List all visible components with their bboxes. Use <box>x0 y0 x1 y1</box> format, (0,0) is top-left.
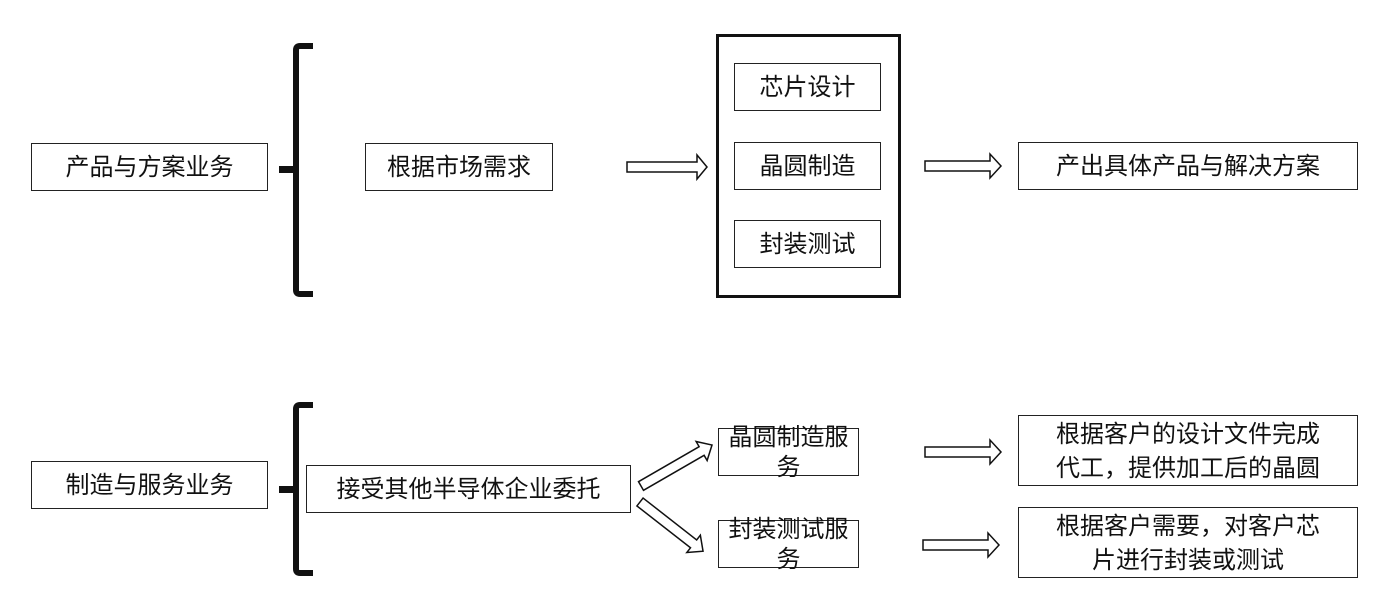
stage-chip-design: 芯片设计 <box>734 63 881 111</box>
trigger-entrusted: 接受其他半导体企业委托 <box>306 465 631 513</box>
result-wafer-fab: 根据客户的设计文件完成 代工，提供加工后的晶圆 <box>1018 415 1358 486</box>
brace-icon <box>293 402 313 576</box>
brace-nub <box>279 486 296 493</box>
category-product-solution: 产品与方案业务 <box>31 143 268 191</box>
arrow-right-icon <box>922 531 1001 559</box>
stage-label: 晶圆制造 <box>759 152 856 180</box>
arrow-right-icon <box>626 152 708 182</box>
trigger-label: 根据市场需求 <box>387 153 531 181</box>
stage-wafer-fab: 晶圆制造 <box>734 142 881 190</box>
result-line: 根据客户需要，对客户芯 <box>1056 511 1320 540</box>
result-packaging-testing: 根据客户需要，对客户芯 片进行封装或测试 <box>1018 507 1358 578</box>
arrow-right-icon <box>924 152 1003 180</box>
result-line: 根据客户的设计文件完成 <box>1056 419 1320 448</box>
service-label: 晶圆制造服务 <box>728 423 849 481</box>
stage-label: 芯片设计 <box>759 73 856 101</box>
brace-nub <box>279 166 296 173</box>
trigger-market-demand: 根据市场需求 <box>365 143 553 191</box>
category-manufacturing-service: 制造与服务业务 <box>31 461 268 509</box>
service-label: 封装测试服务 <box>728 515 849 573</box>
arrow-right-icon <box>924 438 1003 466</box>
category-label: 产品与方案业务 <box>65 153 234 181</box>
stage-packaging-testing: 封装测试 <box>734 220 881 268</box>
category-label: 制造与服务业务 <box>65 471 234 499</box>
service-wafer-fab: 晶圆制造服务 <box>718 423 859 481</box>
brace-icon <box>293 43 313 297</box>
trigger-label: 接受其他半导体企业委托 <box>336 475 601 503</box>
arrow-down-right-icon <box>635 497 704 554</box>
output-label: 产出具体产品与解决方案 <box>1056 152 1320 180</box>
stage-label: 封装测试 <box>759 230 856 258</box>
result-line: 片进行封装或测试 <box>1092 545 1284 574</box>
arrow-up-right-icon <box>637 440 713 492</box>
output-products-solutions: 产出具体产品与解决方案 <box>1018 142 1358 190</box>
service-packaging-testing: 封装测试服务 <box>718 515 859 573</box>
result-line: 代工，提供加工后的晶圆 <box>1056 453 1320 482</box>
